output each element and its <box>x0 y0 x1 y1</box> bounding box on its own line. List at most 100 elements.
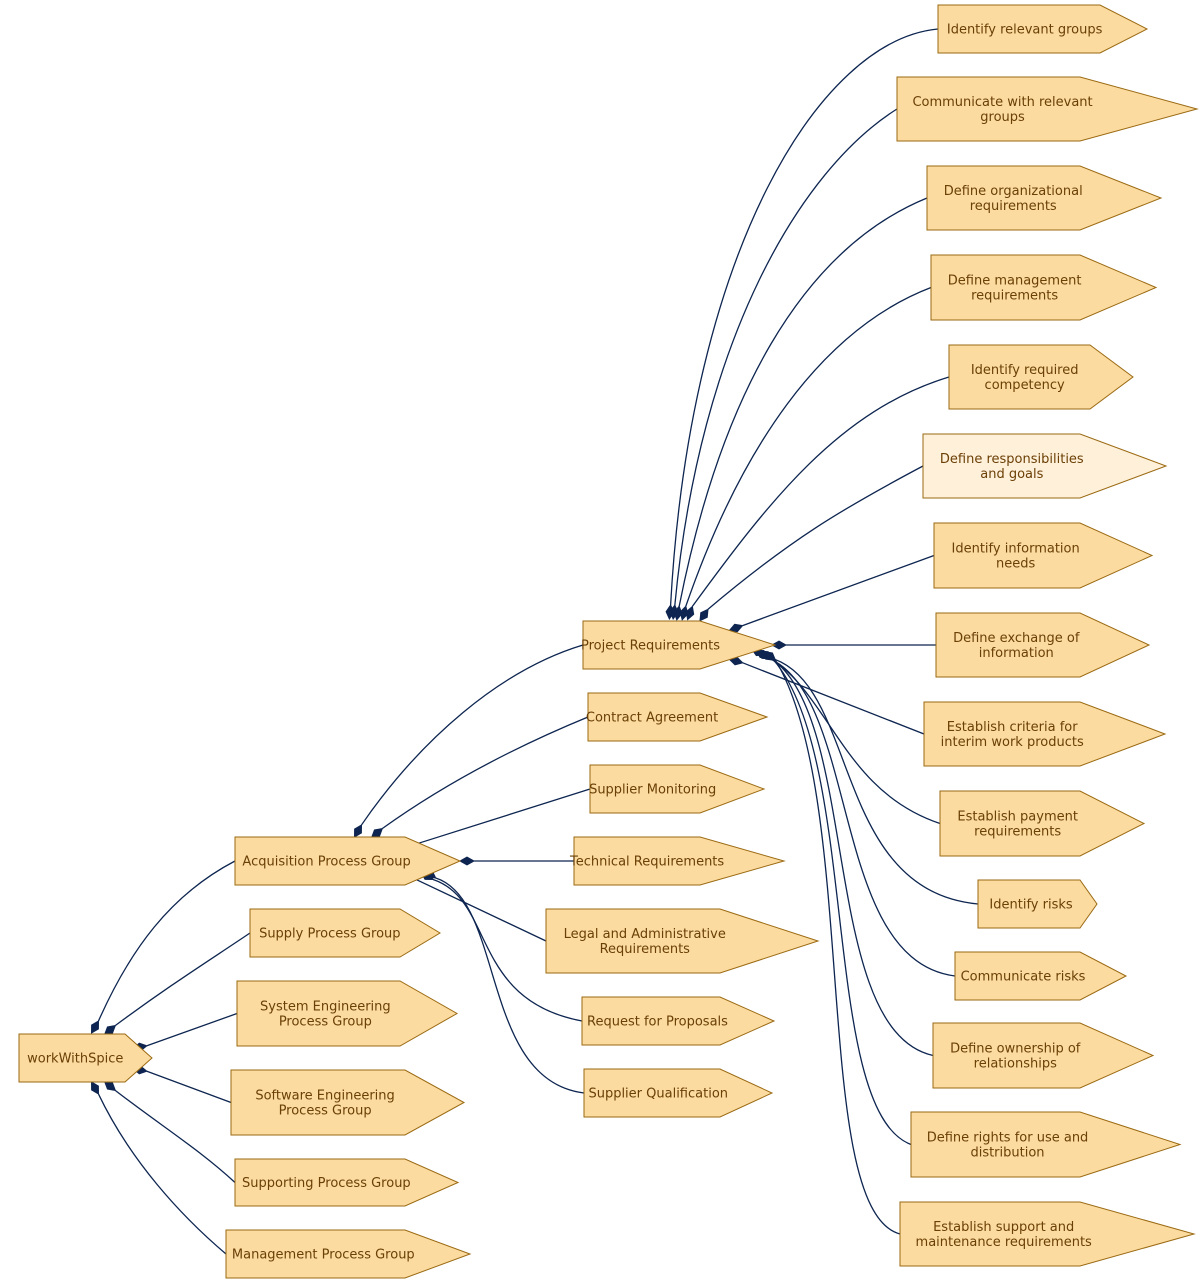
node-supmon-label-line-0: Supplier Monitoring <box>589 783 716 798</box>
node-projreq-shape <box>582 620 777 670</box>
edge-root-to-acq <box>97 860 236 1022</box>
node-techreq[interactable]: Technical Requirements <box>569 836 786 886</box>
node-p4-label-line-1: requirements <box>971 289 1058 304</box>
node-legal-label-line-1: Requirements <box>600 942 691 957</box>
edge-projreq-to-p5 <box>691 376 950 607</box>
node-p12-shape <box>954 951 1128 1001</box>
node-projreq-label-line-0: Project Requirements <box>581 639 720 654</box>
node-p6-label-line-1: and goals <box>980 467 1043 482</box>
node-p11[interactable]: Identify risks <box>977 879 1098 929</box>
node-p15-label-line-1: maintenance requirements <box>916 1235 1093 1250</box>
node-sys-label-line-1: Process Group <box>279 1015 372 1030</box>
edge-projreq-to-p14 <box>773 659 912 1146</box>
node-sw-label-line-1: Process Group <box>279 1104 372 1119</box>
node-contract-shape <box>587 692 769 742</box>
node-legal-label-line-0: Legal and Administrative <box>564 927 726 942</box>
node-p4-label-line-0: Define management <box>948 274 1082 289</box>
node-rfp[interactable]: Request for Proposals <box>581 996 776 1046</box>
node-root[interactable]: workWithSpice <box>18 1033 153 1083</box>
node-p10-shape <box>939 790 1146 857</box>
node-sw-shape <box>230 1069 466 1136</box>
node-contract-label-line-0: Contract Agreement <box>586 711 718 726</box>
node-p3-label-line-0: Define organizational <box>944 184 1083 199</box>
node-p2-label-line-0: Communicate with relevant <box>912 95 1092 110</box>
node-p1-shape <box>937 4 1149 54</box>
node-sys-label-line-0: System Engineering <box>260 1000 391 1015</box>
node-sw-label-line-0: Software Engineering <box>255 1089 394 1104</box>
node-p1[interactable]: Identify relevant groups <box>937 4 1149 54</box>
node-p6-label-line-0: Define responsibilities <box>940 452 1084 467</box>
node-projreq[interactable]: Project Requirements <box>581 620 777 670</box>
node-p13-shape <box>932 1022 1155 1089</box>
node-acq[interactable]: Acquisition Process Group <box>234 836 462 886</box>
edge-root-to-supp <box>114 1089 236 1183</box>
node-techreq-label-line-0: Technical Requirements <box>569 855 724 870</box>
edge-projreq-to-p3 <box>678 197 928 607</box>
edge-projreq-to-p10 <box>764 654 941 825</box>
node-acq-shape <box>234 836 462 886</box>
edge-projreq-to-p15 <box>774 659 901 1235</box>
node-p6-shape <box>922 433 1168 499</box>
edges <box>91 28 979 1255</box>
node-p4-shape <box>930 254 1158 321</box>
composition-diamond-root-acq <box>91 1020 99 1034</box>
node-man-shape <box>225 1229 472 1279</box>
node-p14-label-line-0: Define rights for use and <box>927 1131 1089 1146</box>
composition-diamond-projreq-p7 <box>728 623 744 633</box>
node-supp-shape <box>234 1158 460 1207</box>
composition-diamond-acq-techreq <box>459 856 475 866</box>
node-p10-label-line-0: Establish payment <box>957 810 1078 825</box>
composition-diamond-root-supp <box>103 1080 117 1092</box>
node-p7-shape <box>933 522 1154 589</box>
node-p12[interactable]: Communicate risks <box>954 951 1128 1001</box>
node-p3-shape <box>926 165 1163 231</box>
edge-projreq-to-p9 <box>742 662 925 735</box>
node-p2-shape <box>896 76 1199 142</box>
node-rfp-shape <box>581 996 776 1046</box>
node-supqual[interactable]: Supplier Qualification <box>583 1068 774 1118</box>
node-p5-shape <box>948 344 1134 410</box>
edge-acq-to-supqual <box>435 877 585 1094</box>
edge-projreq-to-p4 <box>685 286 932 607</box>
node-man[interactable]: Management Process Group <box>225 1229 472 1279</box>
node-sup-shape <box>249 908 441 958</box>
node-supmon[interactable]: Supplier Monitoring <box>589 764 766 814</box>
edge-root-to-sys <box>146 1012 238 1047</box>
edge-projreq-to-p6 <box>707 465 924 610</box>
edge-acq-to-projreq <box>360 644 584 826</box>
node-p1-label-line-0: Identify relevant groups <box>947 23 1103 38</box>
composition-diamond-projreq-p15 <box>763 651 777 661</box>
edge-root-to-sup <box>114 932 251 1027</box>
node-sup[interactable]: Supply Process Group <box>249 908 441 958</box>
node-contract[interactable]: Contract Agreement <box>586 692 769 742</box>
composition-diamond-projreq-p4 <box>679 605 689 621</box>
node-p15-shape <box>899 1201 1196 1267</box>
node-p15-label-line-0: Establish support and <box>933 1220 1074 1235</box>
node-supp[interactable]: Supporting Process Group <box>234 1158 460 1207</box>
node-supmon-shape <box>589 764 766 814</box>
node-root-label-line-0: workWithSpice <box>27 1052 123 1067</box>
edge-projreq-to-p12 <box>769 658 956 977</box>
node-p5-label-line-1: competency <box>985 378 1065 393</box>
edge-projreq-to-p1 <box>669 28 939 606</box>
node-p9-label-line-0: Establish criteria for <box>947 720 1078 735</box>
node-man-label-line-0: Management Process Group <box>232 1248 415 1263</box>
edge-acq-to-rfp <box>432 878 583 1022</box>
composition-diamond-root-sup <box>103 1024 117 1036</box>
